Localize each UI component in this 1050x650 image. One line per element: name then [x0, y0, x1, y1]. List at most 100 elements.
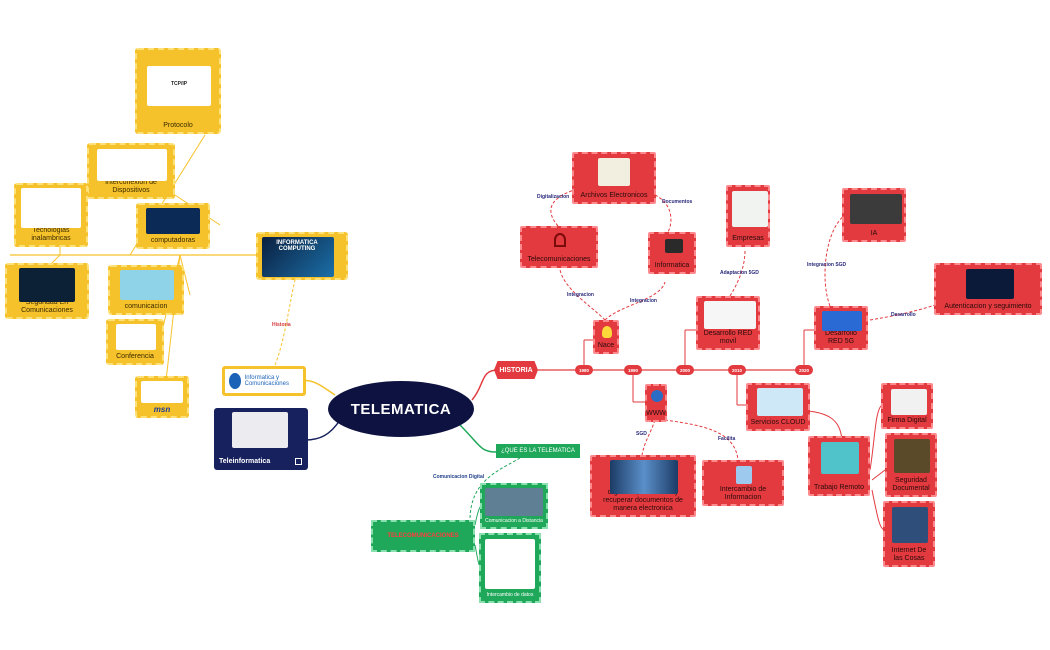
edge-label-comunicacion-digital: Comunicacion Digital [433, 474, 485, 480]
external-link-icon[interactable] [295, 458, 302, 465]
node-telecomunicaciones-label: TELECOMUNICACIONES [387, 533, 459, 539]
node-informatica-computing-label: INFORMATICA COMPUTING [276, 240, 318, 252]
node-firma-digital[interactable]: Firma Digital [881, 383, 933, 429]
node-tecnologias-label: Tecnologias inalambricas [31, 227, 71, 242]
node-interconexion[interactable]: Interconexion de Dispositivos [87, 143, 175, 199]
node-seguridad-documental[interactable]: Seguridad Documental [885, 433, 937, 497]
node-www-label: WWW [646, 410, 666, 417]
node-trabajo-remoto-label: Trabajo Remoto [814, 484, 864, 491]
node-www[interactable]: WWW [645, 384, 667, 422]
node-messaging-apps[interactable]: msn [135, 376, 189, 418]
node-desarrollo-comunicacion[interactable]: Desarrollo de comunicacion [108, 265, 184, 315]
node-red-5g-label: Desarrollo RED 5G [825, 330, 857, 345]
node-teleinformatica-label: Teleinformatica [219, 458, 271, 465]
node-iot-label: Internet De las Cosas [891, 547, 927, 562]
node-seguridad-comunicaciones-label: Seguridad En Comunicaciones [21, 299, 73, 314]
ic-logo-icon [229, 373, 241, 389]
antenna-icon [554, 233, 566, 247]
video-call-image [116, 324, 156, 350]
year-1990[interactable]: 1990 [624, 365, 642, 375]
blockchain-image [966, 269, 1014, 299]
historia-tag-label: HISTORIA [499, 366, 533, 374]
node-informatica-comunicaciones-label: Informatica y Comunicaciones [244, 375, 289, 387]
node-intercambio-datos[interactable]: Intercambio de datos [479, 533, 541, 603]
office-building-image [732, 191, 768, 227]
edge-label-sgd: SGD [636, 431, 647, 437]
devices-image [97, 149, 167, 181]
node-nace-label: Nace [597, 342, 615, 349]
node-seguridad-documental-label: Seguridad Documental [892, 477, 930, 492]
mobile-evolution-image [704, 301, 756, 329]
node-cloud[interactable]: Servicios CLOUD [746, 383, 810, 431]
lightbulb-icon [602, 326, 612, 338]
edge-label-desarrollo: Desarrollo [891, 312, 916, 318]
people-communication-image [120, 270, 174, 300]
security-image [19, 268, 75, 302]
node-informatica-comunicaciones[interactable]: Informatica y Comunicaciones [222, 366, 306, 396]
central-title: TELEMATICA [350, 400, 452, 418]
teleinformatica-image [232, 412, 288, 448]
node-ia-label: IA [870, 230, 878, 237]
network-diagram-image [147, 66, 211, 106]
node-informatica-computing[interactable]: INFORMATICA COMPUTING [256, 232, 348, 280]
node-protocolo-label: Protocolo [163, 122, 193, 129]
tcpip-label: TCP/IP [171, 81, 188, 87]
node-intercambio-datos-label: Intercambio de datos [486, 592, 534, 598]
node-protocolo[interactable]: TCP/IP Protocolo [135, 48, 221, 134]
node-comunicacion-distancia[interactable]: Comunicacion a Distancia [480, 483, 548, 529]
node-telecom[interactable]: Telecomunicaciones [520, 226, 598, 268]
node-seguridad-comunicaciones[interactable]: Seguridad En Comunicaciones [5, 263, 89, 319]
node-iot[interactable]: Internet De las Cosas [883, 501, 935, 567]
data-exchange-icon [485, 539, 535, 589]
node-interconexion-label: Interconexion de Dispositivos [105, 179, 157, 194]
ai-image [850, 194, 902, 224]
node-archivos[interactable]: Archivos Electronicos [572, 152, 656, 204]
node-intercambio-info-label: Intercambio de Informacion [719, 486, 767, 501]
node-teleinformatica[interactable]: Teleinformatica [214, 408, 308, 470]
historia-tag[interactable]: HISTORIA [494, 361, 538, 379]
year-2010[interactable]: 2010 [728, 365, 746, 375]
year-2020[interactable]: 2020 [795, 365, 813, 375]
signature-image [891, 389, 927, 415]
node-informatica[interactable]: Informatica [648, 232, 696, 274]
msn-logo: msn [153, 405, 171, 414]
node-empresas[interactable]: Empresas [726, 185, 770, 247]
year-2000[interactable]: 2000 [676, 365, 694, 375]
edge-label-digitalizacion: Digitalizacion [537, 194, 570, 200]
node-trabajo-remoto[interactable]: Trabajo Remoto [808, 436, 870, 496]
world-map-image [485, 488, 543, 516]
node-video-conferencia[interactable]: Video Conferencia [106, 319, 164, 365]
node-empresas-label: Empresas [732, 235, 764, 242]
node-autenticacion-label: Autenticacion y seguimiento [944, 303, 1032, 310]
node-ia[interactable]: IA [842, 188, 906, 242]
node-organizar[interactable]: organizar, almacenar y recuperar documen… [590, 455, 696, 517]
node-tecnologias-inalambricas[interactable]: Tecnologias inalambricas [14, 183, 88, 247]
node-firma-digital-label: Firma Digital [887, 417, 927, 424]
node-red-movil-label: Desarrollo RED movil [703, 330, 753, 345]
edge-label-documentos: Documentos [662, 199, 693, 205]
que-es-tag-label: ¿QUE ES LA TELEMATICA [501, 448, 575, 454]
server-room-image [610, 460, 678, 494]
iot-image [892, 507, 928, 543]
messaging-apps-image [141, 381, 183, 403]
edge-label-historia: Historia [272, 322, 291, 328]
node-redes[interactable]: Redes de computadoras [136, 203, 210, 249]
node-telecomunicaciones[interactable]: TELECOMUNICACIONES [371, 520, 475, 552]
globe-icon [651, 390, 663, 402]
year-1980[interactable]: 1980 [575, 365, 593, 375]
node-autenticacion[interactable]: Autenticacion y seguimiento [934, 263, 1042, 315]
wireless-tech-image [21, 188, 81, 228]
node-nace[interactable]: Nace [593, 320, 619, 354]
node-telecom-label: Telecomunicaciones [527, 256, 591, 263]
edge-label-adaptacion: Adaptacion 5GD [720, 270, 759, 276]
node-intercambio-info[interactable]: Intercambio de Informacion [702, 460, 784, 506]
edge-label-integracion-sgd: Integracion SGD [807, 262, 847, 268]
node-red-movil[interactable]: Desarrollo RED movil [696, 296, 760, 350]
computer-icon [665, 239, 683, 253]
central-topic[interactable]: TELEMATICA [328, 381, 474, 437]
node-comunicacion-distancia-label: Comunicacion a Distancia [485, 518, 543, 524]
node-red-5g[interactable]: Desarrollo RED 5G [814, 306, 868, 350]
que-es-tag[interactable]: ¿QUE ES LA TELEMATICA [496, 444, 580, 458]
folder-lock-image [894, 439, 930, 473]
edge-label-integracion-1: Integracion [567, 292, 594, 298]
